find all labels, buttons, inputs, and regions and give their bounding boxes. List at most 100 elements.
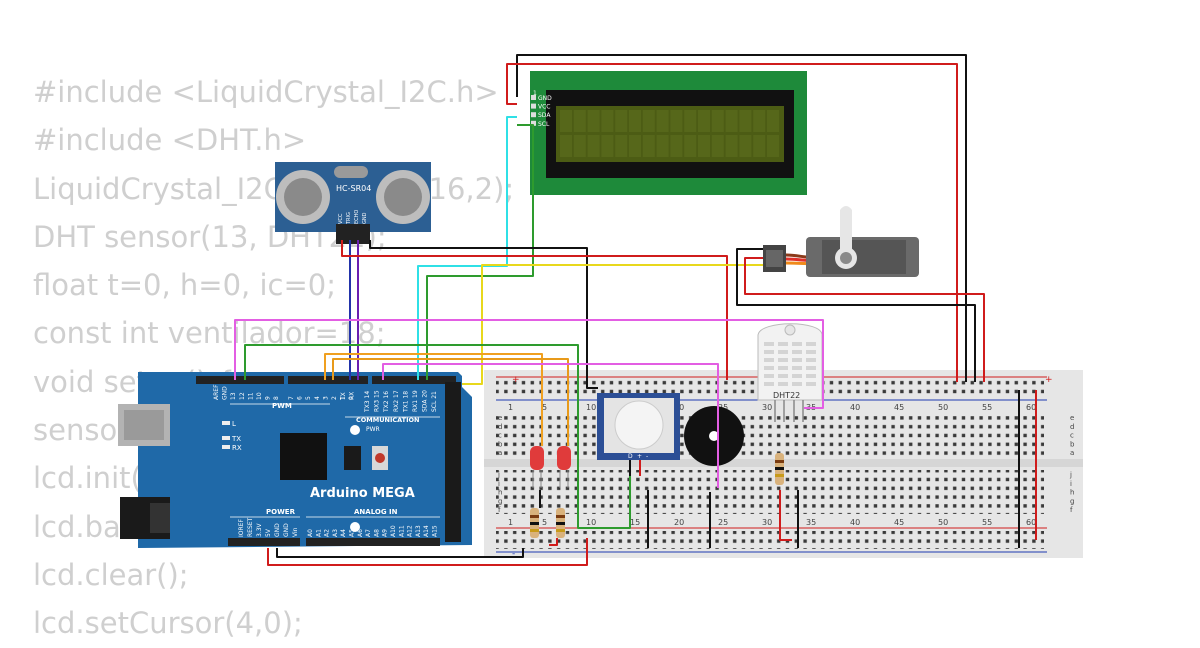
- column-number: 1: [508, 403, 513, 412]
- lcd-char-cell: [587, 135, 600, 157]
- us-pin-label: TRIG: [346, 212, 352, 225]
- column-number: 25: [718, 518, 728, 527]
- wire-red: [549, 538, 558, 546]
- lcd-pin-label: VCC: [538, 104, 550, 111]
- lcd-char-cell: [767, 135, 779, 157]
- piezo-buzzer: [684, 406, 744, 466]
- wire-magenta: [234, 319, 824, 409]
- lcd-char-cell: [739, 110, 752, 132]
- lcd-char-cell: [739, 135, 752, 157]
- pin-label: 12: [239, 392, 246, 400]
- wire-orange: [332, 358, 569, 446]
- row-letter: g: [1070, 497, 1074, 505]
- servo-motor: [763, 206, 919, 277]
- us-pin-label: GND: [362, 212, 368, 224]
- row-letter: f: [498, 506, 501, 514]
- column-number: 15: [630, 518, 640, 527]
- resistor-2: [556, 508, 565, 538]
- lcd-pin: [531, 120, 536, 126]
- dht-vent: [778, 358, 788, 362]
- resistor-3: [775, 453, 784, 485]
- pin-label: A4: [340, 529, 347, 537]
- column-number: 55: [982, 403, 992, 412]
- column-number: 10: [586, 403, 596, 412]
- pin-label: 1: [340, 396, 347, 400]
- row-letter: i: [1070, 480, 1072, 488]
- dht-vent: [778, 374, 788, 378]
- row-letter: d: [498, 423, 502, 431]
- row-letter: a: [498, 449, 502, 457]
- wire-black: [276, 548, 524, 558]
- lcd-char-cell: [725, 110, 738, 132]
- dht-vent: [764, 350, 774, 354]
- code-line: lcd.clear();: [33, 557, 189, 592]
- wire-yellow: [462, 264, 763, 385]
- pin-label: GND: [283, 523, 290, 537]
- dht-vent: [806, 358, 816, 362]
- row-letter: e: [498, 414, 502, 422]
- code-line: float t=0, h=0, ic=0;: [33, 268, 337, 303]
- led-red-1: [530, 446, 544, 488]
- board-name: Arduino MEGA: [310, 486, 415, 501]
- column-number: 1: [508, 518, 513, 527]
- us-pin-label: VCC: [338, 213, 344, 224]
- pin-label: 7: [288, 396, 295, 400]
- pin-label: A12: [407, 525, 414, 537]
- wire-red: [506, 63, 958, 382]
- power-label: POWER: [266, 508, 296, 516]
- row-letter: a: [1070, 449, 1074, 457]
- dht-vent: [778, 342, 788, 346]
- lcd-char-cell: [629, 135, 641, 157]
- lcd-char-cell: [753, 110, 766, 132]
- lcd-char-cell: [615, 110, 628, 132]
- row-letter: b: [1070, 440, 1075, 448]
- pin-label: TX1 18: [402, 391, 409, 413]
- row-letter: b: [498, 440, 503, 448]
- wire-green: [426, 124, 534, 380]
- lcd-char-cell: [642, 110, 655, 132]
- wire-red: [744, 257, 985, 382]
- row-letter: d: [1070, 423, 1074, 431]
- dht-name: DHT22: [773, 391, 800, 400]
- dht-vent: [806, 382, 816, 386]
- led-red-2: [557, 446, 571, 488]
- lcd-char-cell: [573, 135, 586, 157]
- wire-magenta: [382, 363, 719, 488]
- row-letter: c: [1070, 432, 1074, 440]
- pin-label: TX2 16: [383, 391, 390, 413]
- lcd-pin-label: SCL: [538, 121, 550, 128]
- lcd-char-cell: [560, 110, 572, 132]
- lcd-char-cell: [711, 135, 724, 157]
- column-number: 5: [542, 403, 547, 412]
- pin-label: A0: [307, 529, 314, 537]
- pin-label: SCL 21: [431, 391, 438, 412]
- pin-label: RX3 15: [374, 390, 381, 412]
- analog-in-label: ANALOG IN: [354, 508, 398, 516]
- lcd-pin: [531, 95, 536, 100]
- dht-vent: [764, 342, 774, 346]
- pin-label: 3: [322, 396, 329, 400]
- resistor-1: [530, 508, 539, 538]
- rail-plus-label: +: [1045, 375, 1053, 385]
- pin-label: 4: [314, 396, 321, 400]
- lcd-char-cell: [753, 135, 766, 157]
- dht-vent: [792, 374, 802, 378]
- dht-vent: [806, 366, 816, 370]
- lcd-char-cell: [670, 110, 683, 132]
- pin-label: A6: [357, 529, 364, 537]
- lcd-char-cell: [725, 135, 738, 157]
- dht-vent: [792, 382, 802, 386]
- pwr-label: PWR: [366, 426, 380, 433]
- pir-pin-label: D: [628, 453, 633, 460]
- column-number: 60: [1026, 518, 1036, 527]
- led-rx-label: RX: [232, 444, 242, 452]
- lcd-char-cell: [601, 110, 614, 132]
- ultrasonic-name: HC-SR04: [336, 184, 371, 193]
- pin-label: AREF: [213, 384, 220, 400]
- pin-label: 13: [230, 392, 237, 400]
- pin-label: A5: [349, 529, 356, 537]
- row-letter: i: [498, 480, 500, 488]
- row-letter: j: [497, 471, 500, 479]
- wire-orange: [324, 353, 543, 446]
